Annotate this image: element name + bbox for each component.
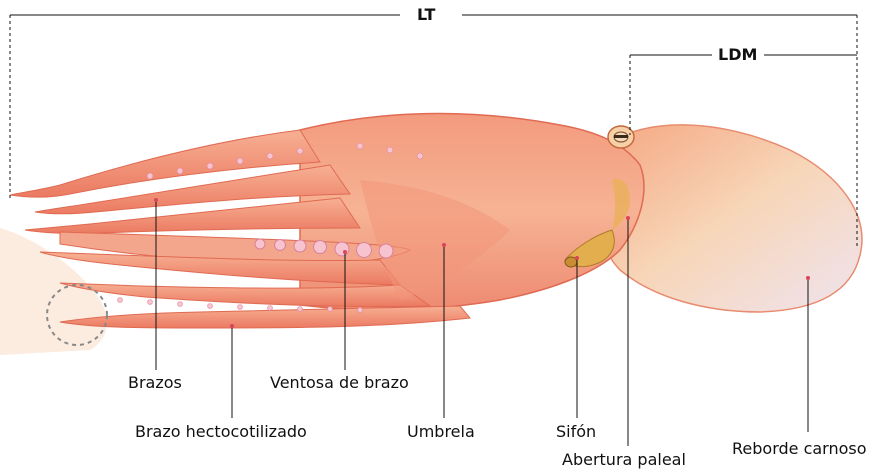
sucker	[314, 241, 327, 254]
sucker	[275, 240, 286, 251]
sucker	[335, 242, 349, 256]
label-brazos: Brazos	[128, 375, 182, 391]
sucker	[255, 239, 265, 249]
arm-6	[60, 283, 430, 306]
label-ventosa-de-brazo: Ventosa de brazo	[270, 375, 409, 391]
sucker	[379, 244, 393, 258]
lt-label: LT	[413, 7, 439, 23]
ldm-label: LDM	[714, 47, 761, 63]
sucker	[357, 243, 372, 258]
label-sifon: Sifón	[556, 424, 596, 440]
label-abertura-paleal: Abertura paleal	[562, 452, 686, 468]
label-umbrela: Umbrela	[407, 424, 475, 440]
arm-hectocotylized	[60, 306, 470, 328]
label-reborde-carnoso: Reborde carnoso	[732, 441, 867, 457]
label-brazo-hectocotilizado: Brazo hectocotilizado	[135, 424, 307, 440]
sucker	[294, 240, 306, 252]
